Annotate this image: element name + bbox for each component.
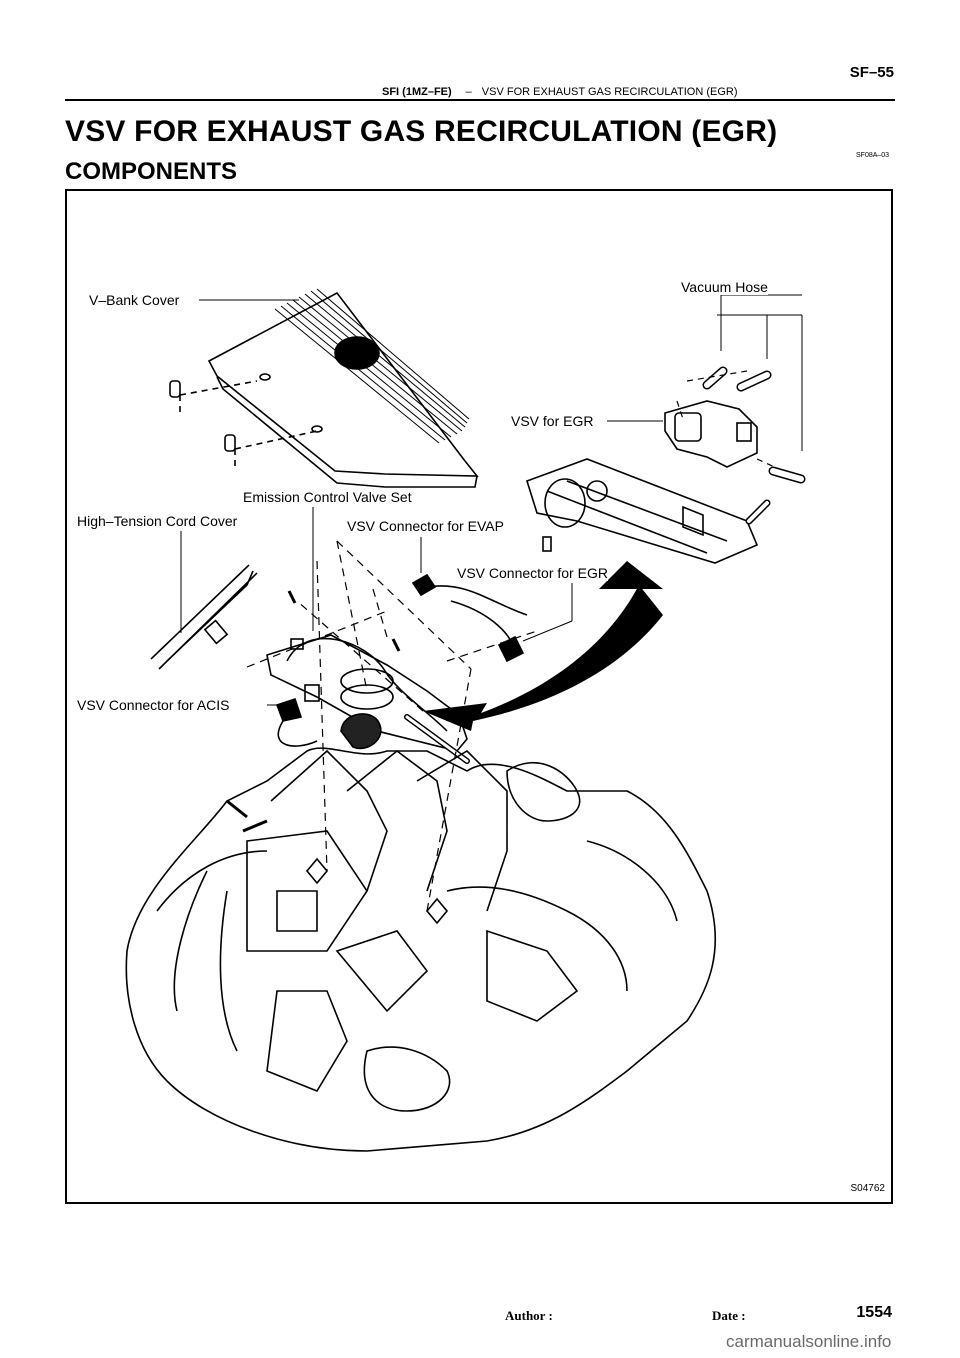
cord-cover-drawing [150,564,258,670]
engine-drawing [125,747,717,1152]
engine-diagram [125,288,806,1152]
components-figure: V–Bank Cover Vacuum Hose VSV for EGR Emi… [65,189,893,1204]
page-number: SF–55 [849,64,894,81]
label-ht-cord-cover: High–Tension Cord Cover [77,513,238,529]
direction-arrow [423,561,663,731]
footer-author: Author : [505,1308,553,1323]
vbank-cover-drawing [207,288,479,488]
label-vacuum-hose: Vacuum Hose [681,279,768,295]
figure-code: S04762 [850,1183,885,1194]
label-vbank-cover: V–Bank Cover [89,292,180,308]
intake-chamber-drawing [526,458,771,564]
footer-date: Date : [712,1308,746,1323]
header-topic: VSV FOR EXHAUST GAS RECIRCULATION (EGR) [481,86,738,98]
running-header: SFI (1MZ–FE) –VSV FOR EXHAUST GAS RECIRCU… [382,86,737,98]
guide-lines [246,540,538,912]
header-separator: – [465,86,472,98]
header-rule [65,99,895,101]
connectors-drawing [275,573,528,747]
label-vsv-conn-evap: VSV Connector for EVAP [347,518,504,534]
header-section: SFI (1MZ–FE) [382,86,452,98]
label-vsv-for-egr: VSV for EGR [511,413,594,429]
grommets [169,380,318,469]
section-subtitle: COMPONENTS [65,158,238,185]
footer-page-number: 1554 [856,1304,892,1321]
label-vsv-conn-egr: VSV Connector for EGR [457,565,608,581]
emission-valve-drawing [266,590,470,764]
watermark: carmanualsonline.info [726,1332,892,1351]
vsv-egr-drawing [664,366,806,484]
page-title: VSV FOR EXHAUST GAS RECIRCULATION (EGR) [65,115,778,148]
document-code: SF08A–03 [856,152,890,159]
leader-lines [180,294,803,706]
label-emission-valve-set: Emission Control Valve Set [243,489,412,505]
label-vsv-conn-acis: VSV Connector for ACIS [77,697,230,713]
